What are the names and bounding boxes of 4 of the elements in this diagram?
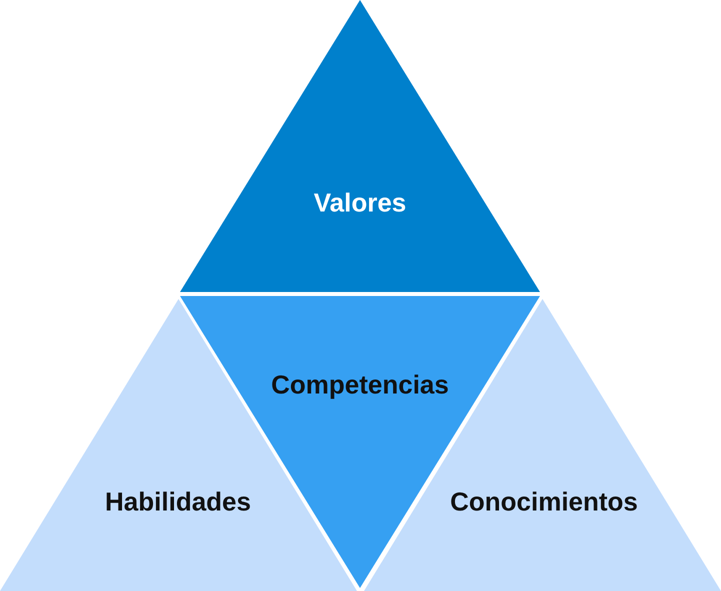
segment-label: Conocimientos xyxy=(450,486,638,518)
segment-label: Habilidades xyxy=(105,486,251,518)
segment-label: Valores xyxy=(314,188,406,218)
segment-label: Competencias xyxy=(271,370,449,400)
